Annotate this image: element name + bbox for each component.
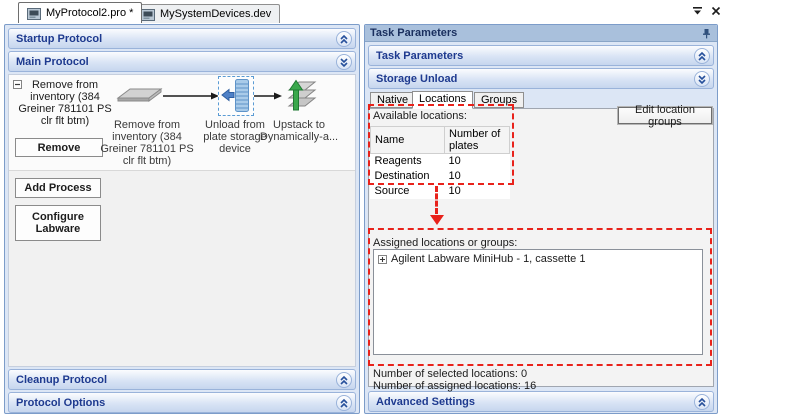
section-header-advanced-settings[interactable]: Advanced Settings (368, 391, 714, 412)
tab-myprotocol2[interactable]: MyProtocol2.pro * (18, 2, 143, 23)
collapse-minus-icon[interactable] (13, 80, 22, 89)
protocol-file-icon (27, 7, 42, 20)
storage-unload-page: Native Locations Groups Available locati… (368, 91, 714, 392)
upstack-icon[interactable] (281, 78, 319, 114)
table-row[interactable]: Destination 10 (370, 168, 510, 184)
assigned-locations-label: Assigned locations or groups: (373, 237, 518, 249)
cell-name[interactable]: Reagents (370, 153, 445, 169)
add-process-button[interactable]: Add Process (15, 178, 101, 198)
section-title: Advanced Settings (376, 395, 476, 408)
pin-icon[interactable] (700, 27, 713, 40)
available-locations-label: Available locations: (373, 110, 467, 122)
tab-label: MyProtocol2.pro * (46, 7, 134, 19)
document-tabbar: MyProtocol2.pro * MySystemDevices.dev (0, 0, 792, 23)
cell-name[interactable]: Destination (370, 168, 445, 184)
collapse-chevron-icon[interactable] (336, 395, 352, 411)
tab-mysystemdevices[interactable]: MySystemDevices.dev (132, 4, 281, 23)
section-title: Main Protocol (16, 55, 89, 68)
section-header-cleanup-protocol[interactable]: Cleanup Protocol (8, 369, 356, 390)
workspace: Startup Protocol Main Protocol Remove fr… (0, 23, 792, 417)
tab-label: MySystemDevices.dev (160, 8, 272, 20)
table-row[interactable]: Source 10 (370, 183, 510, 199)
section-title: Storage Unload (376, 72, 458, 85)
step-label[interactable]: Unload from plate storage device (203, 119, 267, 155)
selected-locations-count: Number of selected locations: 0 (373, 368, 528, 380)
process-row[interactable]: Remove from inventory (384 Greiner 78110… (9, 75, 355, 171)
section-header-task-parameters[interactable]: Task Parameters (368, 45, 714, 66)
edit-location-groups-button[interactable]: Edit location groups (618, 104, 712, 128)
collapse-chevron-icon[interactable] (336, 31, 352, 47)
section-header-storage-unload[interactable]: Storage Unload (368, 68, 714, 89)
main-protocol-content: Remove from inventory (384 Greiner 78110… (8, 74, 356, 367)
available-locations-table: Name Number of plates Reagents 10 Destin… (370, 126, 510, 199)
dock-title-bar: Task Parameters (365, 25, 717, 42)
section-header-startup-protocol[interactable]: Startup Protocol (8, 28, 356, 49)
section-title: Protocol Options (16, 396, 106, 409)
section-header-protocol-options[interactable]: Protocol Options (8, 392, 356, 413)
tab-groups[interactable]: Groups (474, 92, 525, 108)
collapse-chevron-icon[interactable] (694, 48, 710, 64)
plate-icon[interactable] (115, 85, 165, 105)
step-label[interactable]: Remove from inventory (384 Greiner 78110… (100, 119, 194, 167)
cell-plates[interactable]: 10 (444, 168, 510, 184)
list-item[interactable]: Agilent Labware MiniHub - 1, cassette 1 (378, 253, 698, 265)
assigned-locations-count: Number of assigned locations: 16 (373, 380, 537, 392)
assigned-item-text: Agilent Labware MiniHub - 1, cassette 1 (391, 253, 586, 265)
step-label[interactable]: Upstack to Dynamically-a... (259, 119, 339, 143)
unload-step-selected[interactable] (218, 76, 254, 116)
remove-button[interactable]: Remove (15, 138, 103, 157)
column-header-name[interactable]: Name (370, 126, 445, 154)
tab-locations[interactable]: Locations (412, 91, 474, 109)
collapse-chevron-icon[interactable] (336, 372, 352, 388)
window-controls (692, 5, 721, 16)
task-parameters-pane: Task Parameters Task Parameters Storage … (364, 24, 718, 414)
section-title: Cleanup Protocol (16, 373, 108, 386)
configure-labware-button[interactable]: Configure Labware (15, 205, 101, 241)
assigned-locations-list[interactable]: Agilent Labware MiniHub - 1, cassette 1 (373, 249, 703, 355)
collapse-chevron-icon[interactable] (694, 394, 710, 410)
column-header-number-of-plates[interactable]: Number of plates (444, 126, 510, 154)
dock-title-text: Task Parameters (370, 27, 458, 39)
device-file-icon (141, 8, 156, 21)
expand-chevron-icon[interactable] (336, 54, 352, 70)
close-icon[interactable] (711, 6, 721, 16)
table-row[interactable]: Reagents 10 (370, 153, 510, 169)
annotation-arrow-stem (435, 186, 438, 214)
protocol-pane: Startup Protocol Main Protocol Remove fr… (4, 24, 360, 414)
flow-arrow-icon (163, 92, 219, 100)
flow-arrow-icon (254, 92, 282, 100)
cell-plates[interactable]: 10 (444, 183, 510, 199)
cell-plates[interactable]: 10 (444, 153, 510, 169)
expand-plus-icon[interactable] (378, 254, 387, 264)
unload-icon (221, 78, 251, 114)
process-item-label: Remove from inventory (384 Greiner 78110… (18, 79, 112, 127)
annotation-arrow-head-icon (430, 215, 444, 225)
section-header-main-protocol[interactable]: Main Protocol (8, 51, 356, 72)
menu-down-icon[interactable] (692, 5, 703, 16)
section-title: Startup Protocol (16, 32, 103, 45)
expand-chevron-icon[interactable] (694, 71, 710, 87)
section-title: Task Parameters (376, 49, 464, 62)
cell-name[interactable]: Source (370, 183, 445, 199)
tab-native[interactable]: Native (370, 92, 416, 108)
